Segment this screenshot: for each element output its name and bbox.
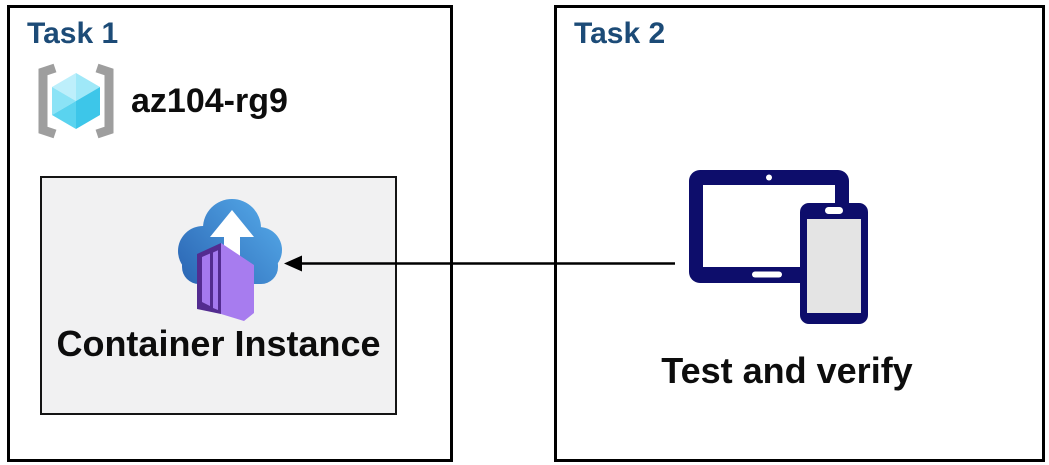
upload-arrow-icon [210, 210, 254, 280]
container-instance-label: Container Instance [56, 323, 381, 364]
container-box-shape [197, 243, 254, 321]
test-verify-label: Test and verify [661, 350, 913, 391]
task1-box: Task 1 az104-rg9 [7, 5, 453, 462]
container-instance-node: Container Instance [40, 176, 397, 415]
phone-icon [800, 203, 868, 324]
task1-title: Task 1 [27, 17, 119, 50]
task2-box: Task 2 Test and verify [554, 5, 1045, 462]
container-instance-icon [178, 199, 282, 321]
resource-group-name: az104-rg9 [131, 82, 288, 120]
task2-title: Task 2 [574, 17, 666, 50]
resource-group-icon [38, 63, 114, 139]
devices-icon [689, 170, 868, 324]
